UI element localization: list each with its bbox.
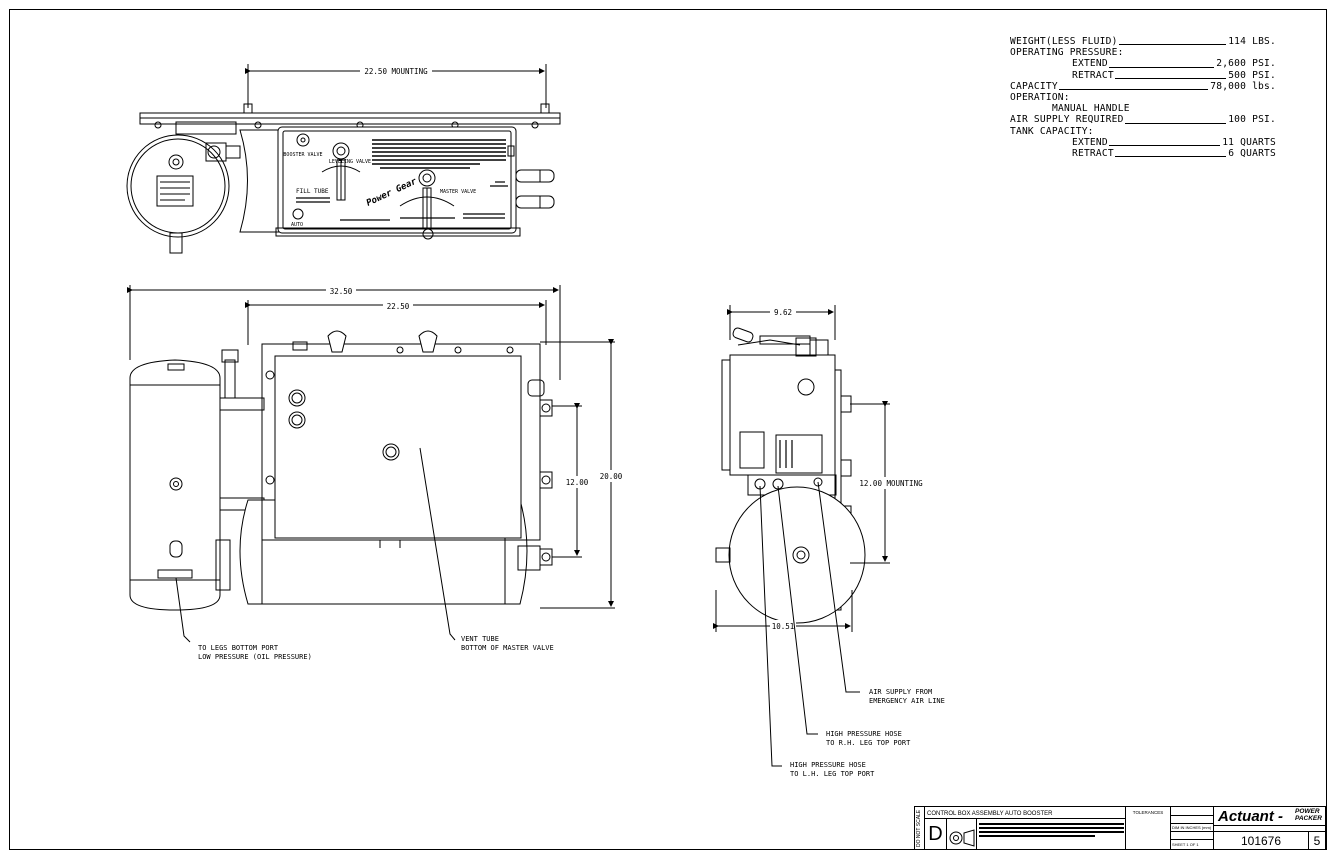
auto-label: AUTO [291,222,303,228]
callout-vent-2: BOTTOM OF MASTER VALVE [461,644,554,652]
spec-operation: OPERATION: [1010,92,1070,104]
proprietary-notice [979,821,1124,847]
top-mounting-dim: 22.50 MOUNTING [364,67,428,76]
front-overall-dim: 32.50 [330,287,353,296]
booster-valve-label: BOOSTER VALVE [283,152,322,158]
company-logo: Actuant - [1218,808,1283,825]
revision: 5 [1313,834,1321,848]
callout-lh-2: TO L.H. LEG TOP PORT [790,770,875,778]
spec-op-pressure: OPERATING PRESSURE: [1010,47,1124,59]
callout-legs-port-2: LOW PRESSURE (OIL PRESSURE) [198,653,312,661]
part-number: 101676 [1240,834,1282,848]
front-mounting-dim: 22.50 [387,302,410,311]
sheet-count: SHEET 1 OF 1 [1172,842,1199,847]
side-depth-dim: 10.51 [772,622,795,631]
front-height-overall-dim: 20.00 [600,472,623,481]
spec-table: WEIGHT(LESS FLUID)114 LBS. OPERATING PRE… [1010,36,1276,159]
spec-weight: WEIGHT(LESS FLUID)114 LBS. [1010,36,1276,47]
leveling-valve-label: LEVELING VALVE [329,159,371,165]
front-height-mount-dim: 12.00 [566,478,589,487]
callout-rh-2: TO R.H. LEG TOP PORT [826,739,911,747]
tolerances: TOLERANCES [1132,810,1164,815]
spec-tank: TANK CAPACITY: [1010,125,1094,137]
callout-vent-1: VENT TUBE [461,635,499,643]
side-width-dim: 9.62 [774,308,792,317]
drawing-title: CONTROL BOX ASSEMBLY AUTO BOOSTER [925,807,1125,819]
do-not-scale: DO NOT SCALE [916,809,922,847]
side-mounting-dim: 12.00 MOUNTING [859,479,923,488]
sheet-size: D [925,819,947,849]
callout-legs-port-1: TO LEGS BOTTOM PORT [198,644,279,652]
callout-air-1: AIR SUPPLY FROM [869,688,932,696]
projection-icon [947,819,977,849]
callouts: TO LEGS BOTTOM PORT LOW PRESSURE (OIL PR… [175,447,945,778]
sheet-border [9,9,1327,850]
fill-tube-label: FILL TUBE [296,188,329,195]
side-view: 9.62 [713,305,926,632]
units-note: DIM IN INCHES (mm) [1172,825,1212,830]
front-view: 32.50 22.50 20.00 12.00 [127,285,624,611]
callout-lh-1: HIGH PRESSURE HOSE [790,761,866,769]
callout-rh-1: HIGH PRESSURE HOSE [826,730,902,738]
approval-block: DIM IN INCHES (mm) SHEET 1 OF 1 [1171,807,1213,849]
company-sub: POWER PACKER [1295,808,1322,822]
top-view: 22.50 MOUNTING [126,64,561,254]
title-block: DO NOT SCALE CONTROL BOX ASSEMBLY AUTO B… [914,806,1326,850]
spec-operation-value: MANUAL HANDLE [1052,103,1130,115]
callout-air-2: EMERGENCY AIR LINE [869,697,945,705]
master-valve-label: MASTER VALVE [440,189,476,195]
